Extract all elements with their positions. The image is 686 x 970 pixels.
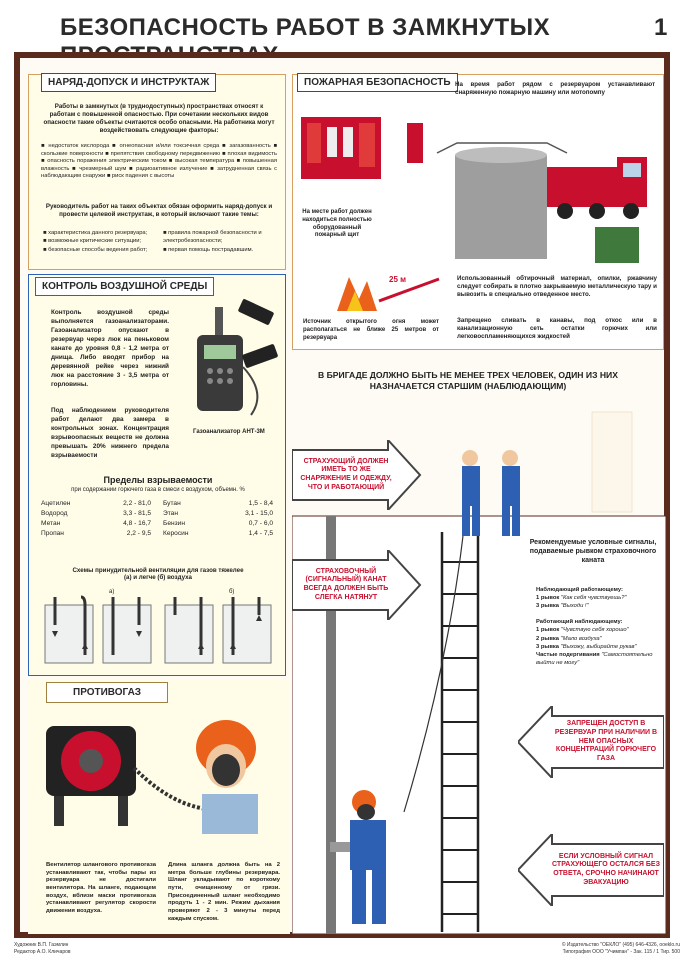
gasmask-panel: ПРОТИВОГАЗ Вентилятор шлангового противо…: [28, 680, 290, 934]
poster-frame: НАРЯД-ДОПУСК И ИНСТРУКТАЖ Работы в замкн…: [14, 52, 670, 938]
list-item: 1 рывок "Чувствую себя хорошо": [536, 627, 629, 634]
fire-source-text: Источник открытого огня может располагат…: [303, 319, 439, 341]
footer-publisher: © Издательство "ОЕКЛО" (495) 646-4326, o…: [520, 942, 680, 956]
limits-subtitle: при содержании горючего газа в смеси с в…: [71, 487, 245, 493]
air-heading: КОНТРОЛЬ ВОЗДУШНОЙ СРЕДЫ: [35, 277, 215, 296]
arrow-shape: [292, 440, 422, 510]
permit-heading: НАРЯД-ДОПУСК И ИНСТРУКТАЖ: [41, 73, 217, 92]
gasmask-illustration: [46, 720, 258, 834]
observer-title: Наблюдающий работающему:: [536, 587, 623, 593]
arrow-note-2: СТРАХОВОЧНЫЙ (СИГНАЛЬНЫЙ) КАНАТ ВСЕГДА Д…: [303, 567, 389, 601]
worker-figure: [330, 790, 386, 924]
fire-equipment-illustration: [301, 117, 647, 263]
gas-analyzer-label: Газоанализатор АНТ-3М: [193, 429, 265, 435]
limits-title: Пределы взрываемости: [103, 475, 213, 485]
permit-instruction: Руководитель работ на таких объектах обя…: [45, 203, 273, 219]
footer-publisher-line: © Издательство "ОЕКЛО" (495) 646-4326, o…: [561, 942, 680, 948]
gas-analyzer-icon: [197, 299, 278, 416]
distance-label: 25 м: [389, 275, 407, 284]
list-item: 3 рывка "Выхожу, выбирайте рукав": [536, 643, 637, 650]
fire-icon: [337, 277, 440, 311]
fire-panel: ПОЖАРНАЯ БЕЗОПАСНОСТЬ На время работ ряд…: [292, 73, 664, 350]
ventilation-diagram: [44, 595, 272, 664]
footer-artist: Художник В.П. Гаэмлин: [14, 942, 69, 948]
permit-topics-left: ■ характеристика данного резервуара; ■ в…: [43, 229, 159, 254]
fire-materials-text: Использованный обтирочный материал, опил…: [457, 275, 657, 299]
footer-credits: Художник В.П. Гаэмлин Редактор А.О. Клич…: [14, 942, 71, 956]
topic-item: ■ правила пожарной безопасности и электр…: [163, 230, 262, 245]
observer-figures: [462, 450, 520, 536]
ventilation-title: Схемы принудительной вентиляции для газо…: [72, 567, 244, 581]
permit-factors: ■ недостаток кислорода ■ огнеопасная и/и…: [41, 143, 277, 180]
vent-label-a: а): [109, 589, 115, 595]
list-item: 2 рывка "Мало воздуха": [536, 635, 602, 642]
permit-topics-right: ■ правила пожарной безопасности и электр…: [163, 229, 279, 254]
gasmask-text-left: Вентилятор шлангового противогаза устана…: [46, 862, 156, 915]
worker-title: Работающий наблюдающему:: [536, 619, 623, 626]
air-text-2: Под наблюдением руководителя работ делаю…: [51, 407, 169, 459]
arrow-note-4: ЕСЛИ УСЛОВНЫЙ СИГНАЛ СТРАХУЮЩЕГО ОСТАЛСЯ…: [552, 852, 660, 886]
signals-title: Рекомендуемые условные сигналы, подаваем…: [529, 539, 657, 565]
page-number: 1: [654, 14, 668, 41]
arrow-shape: [518, 706, 664, 778]
air-panel: КОНТРОЛЬ ВОЗДУШНОЙ СРЕДЫ Контроль воздуш…: [28, 274, 286, 676]
arrow-note-1: СТРАХУЮЩИЙ ДОЛЖЕН ИМЕТЬ ТО ЖЕ СНАРЯЖЕНИЕ…: [300, 457, 392, 491]
permit-panel: НАРЯД-ДОПУСК И ИНСТРУКТАЖ Работы в замкн…: [28, 73, 286, 270]
topic-item: ■ безопасные способы ведения работ;: [43, 246, 148, 253]
team-heading: В БРИГАДЕ ДОЛЖНО БЫТЬ НЕ МЕНЕЕ ТРЕХ ЧЕЛО…: [318, 370, 618, 392]
gasmask-text-right: Длина шланга должна быть на 2 метра боль…: [168, 862, 280, 922]
fire-sewer-text: Запрещено сливать в канавы, под откос ил…: [457, 317, 657, 341]
arrow-shape: [292, 550, 422, 620]
topic-item: ■ первая помощь пострадавшим.: [163, 246, 254, 253]
list-item: 1 рывок "Как себя чувствуешь?": [536, 595, 627, 602]
air-text-1: Контроль воздушной среды выполняется газ…: [51, 309, 169, 388]
vent-label-b: б): [229, 589, 235, 595]
permit-intro: Работы в замкнутых (в труднодоступных) п…: [43, 103, 275, 135]
fire-truck-text: На время работ рядом с резервуаром устан…: [455, 81, 655, 97]
signals-list: Наблюдающий работающему: 1 рывок "Как се…: [536, 586, 662, 667]
arrow-shape: [518, 834, 664, 906]
arrow-note-3: ЗАПРЕЩЕН ДОСТУП В РЕЗЕРВУАР ПРИ НАЛИЧИИ …: [554, 720, 658, 763]
list-item: 3 рывка "Выходи !": [536, 603, 589, 610]
fire-shield-text: На месте работ должен находиться полност…: [302, 209, 372, 239]
fire-heading: ПОЖАРНАЯ БЕЗОПАСНОСТЬ: [297, 73, 458, 92]
topic-item: ■ возможные критические ситуации;: [43, 238, 142, 245]
footer-print-line: Типография ООО "Учимпан" - Зак. 115 / 1 …: [562, 949, 680, 955]
list-item: Частые подергивания "Самостоятельно выйт…: [536, 651, 653, 666]
gasmask-heading: ПРОТИВОГАЗ: [46, 682, 169, 703]
footer-editor: Редактор А.О. Кличаров: [14, 949, 71, 955]
topic-item: ■ характеристика данного резервуара;: [43, 230, 148, 236]
